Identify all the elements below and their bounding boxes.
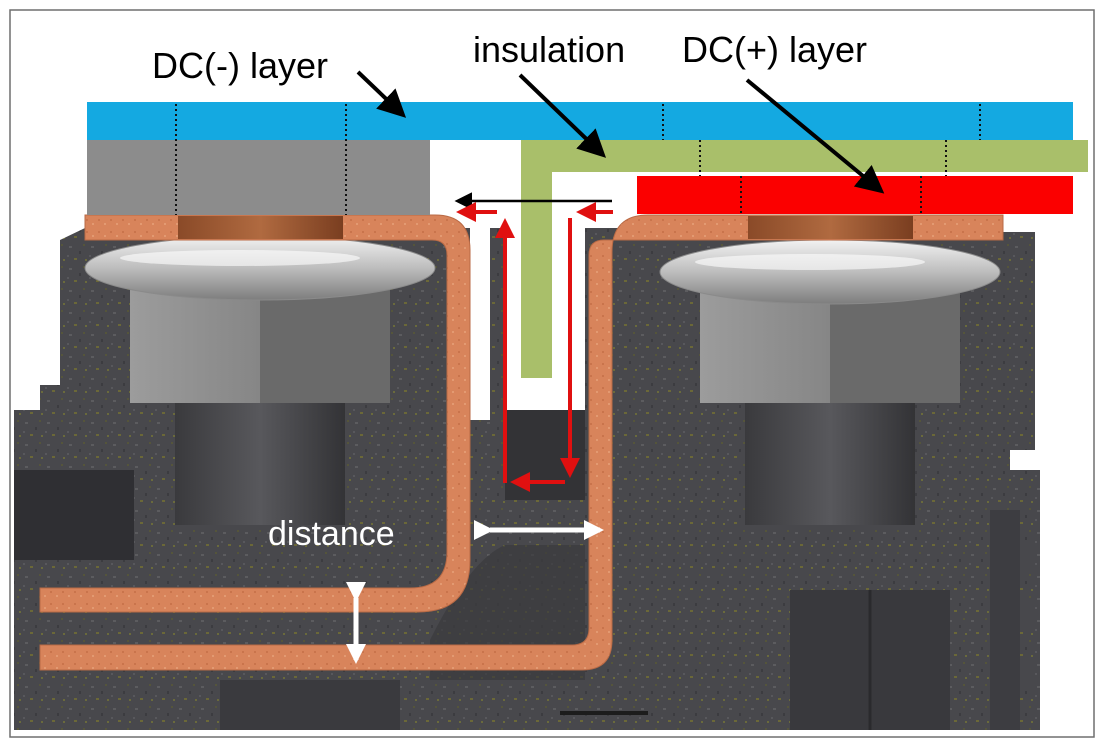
insulation-layer	[521, 140, 1088, 378]
dc-plus-leader	[745, 78, 885, 194]
housing-side-block	[14, 470, 134, 560]
right-fastener	[659, 239, 1001, 525]
bolt-hole-lines	[175, 104, 981, 215]
label-distance: distance	[268, 515, 395, 553]
current-path-arrows	[454, 192, 613, 492]
housing-slot	[505, 410, 585, 500]
label-dc-minus: DC(-) layer	[152, 45, 328, 86]
left-washer	[84, 235, 436, 301]
leader-arrows	[356, 70, 885, 194]
busbars	[39, 214, 1004, 671]
left-bolt-shaft	[175, 400, 345, 525]
right-bolt-shaft	[745, 400, 915, 525]
dc-minus-leader	[356, 70, 407, 118]
housing-bottom-block	[220, 680, 400, 730]
right-washer	[659, 239, 1001, 305]
insulation-leader	[518, 73, 607, 158]
distance-arrows	[346, 520, 604, 664]
dc-plus-layer	[637, 176, 1073, 214]
dc-plus-busbar	[39, 214, 1004, 671]
left-fastener	[84, 235, 436, 525]
dc-minus-busbar	[39, 214, 471, 613]
dc-minus-spacer	[87, 140, 430, 215]
label-dc-plus: DC(+) layer	[682, 29, 867, 70]
label-insulation: insulation	[473, 29, 625, 70]
left-contact-pad	[178, 216, 343, 239]
right-contact-pad	[748, 216, 913, 239]
housing-right-ribs	[990, 510, 1020, 730]
